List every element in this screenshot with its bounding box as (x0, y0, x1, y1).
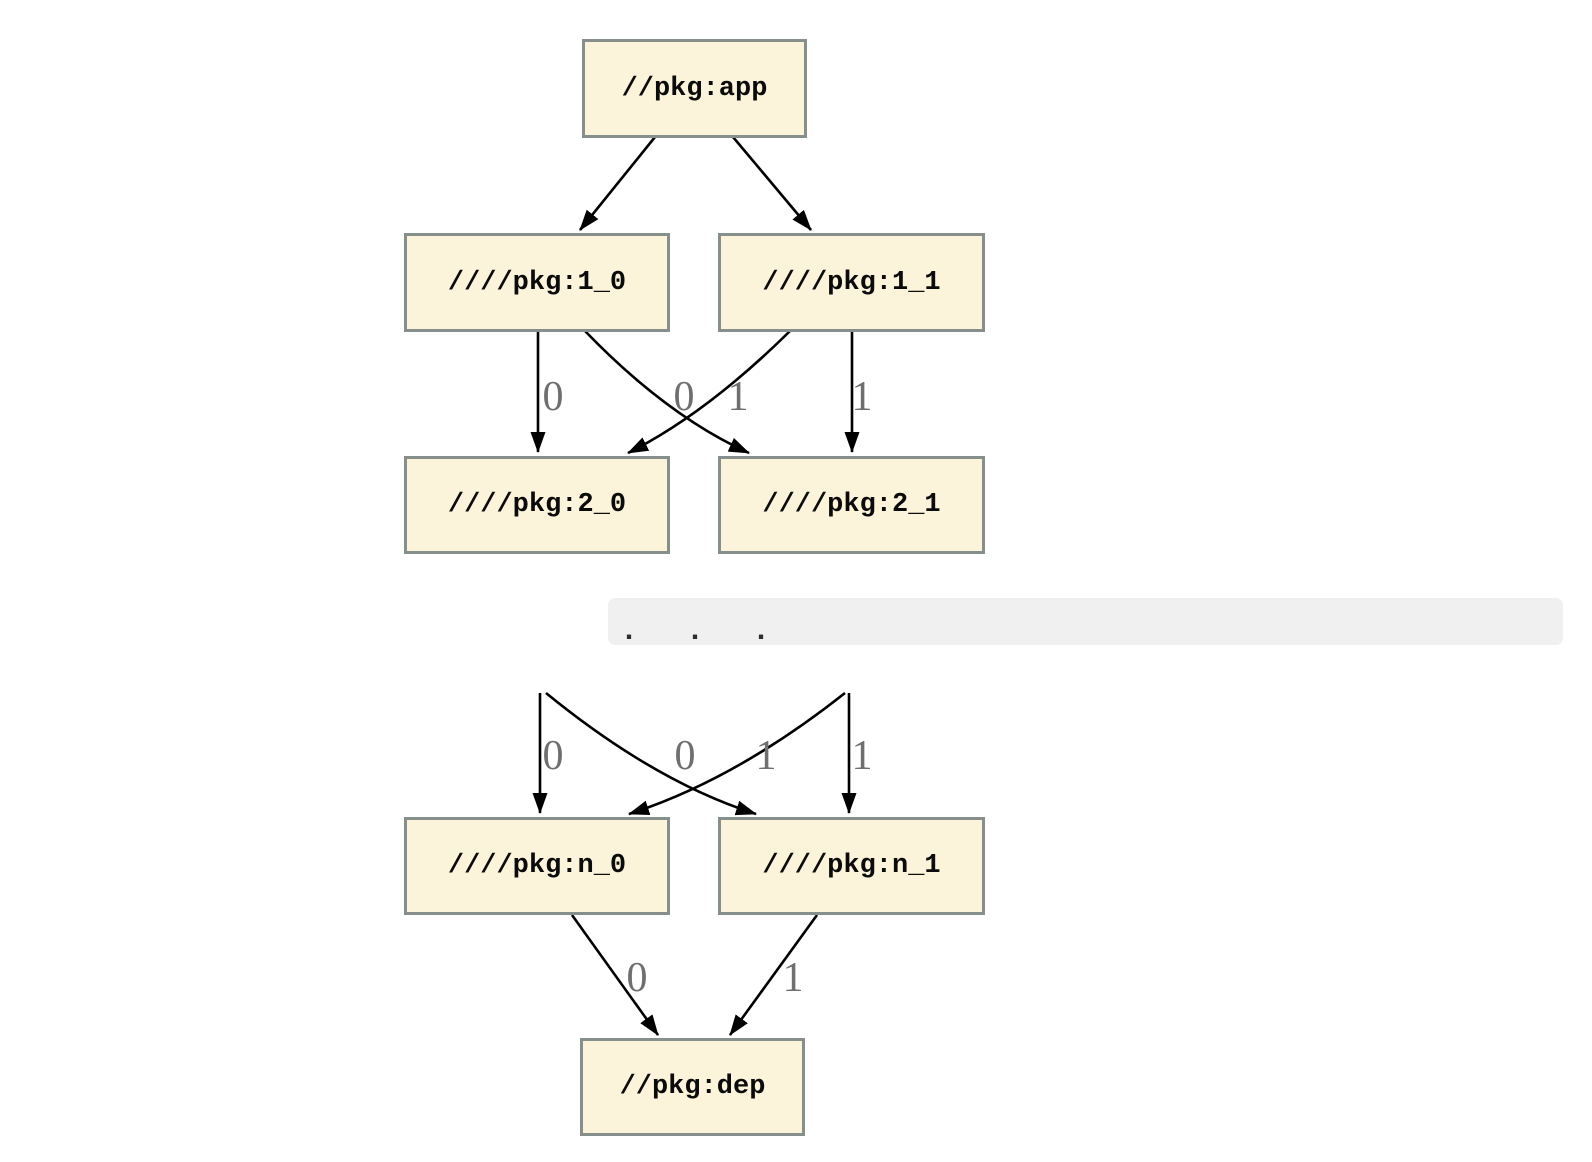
edge-label-1_0-to-2_1: 1 (727, 374, 749, 420)
node-label: ////pkg:1_0 (447, 267, 627, 298)
node-label: ////pkg:1_1 (762, 267, 941, 298)
edge-app-to-1_0 (578, 136, 657, 231)
ellipsis-bar: . . . (608, 598, 1563, 649)
node-label: ////pkg:2_0 (447, 490, 627, 520)
edge-1_1-to-2_0 (627, 330, 791, 455)
edge-1_0-to-2_1 (584, 330, 750, 455)
node-pkg-2_0: ////pkg:2_0 (404, 456, 670, 554)
node-pkg-1_1: ////pkg:1_1 (718, 233, 985, 332)
edge-label-1_1-to-2_0: 0 (673, 374, 695, 420)
edge-label-n_0-cross: 0 (674, 733, 696, 779)
node-label: ////pkg:2_1 (762, 490, 941, 520)
node-label: ////pkg:n_0 (447, 851, 627, 881)
node-label: ////pkg:n_1 (762, 851, 941, 881)
node-label: //pkg:dep (619, 1072, 766, 1102)
node-pkg-1_0: ////pkg:1_0 (404, 233, 670, 332)
node-pkg-n_1: ////pkg:n_1 (718, 817, 985, 915)
edge-label-n_0-to-dep: 0 (626, 955, 648, 1001)
edge-n_0-to-dep (570, 914, 660, 1036)
edge-label-n_0-left: 0 (542, 733, 564, 779)
node-pkg-app: //pkg:app (582, 39, 807, 138)
node-pkg-2_1: ////pkg:2_1 (718, 456, 985, 554)
edge-label-n_1-cross: 1 (755, 733, 777, 779)
edge-ellipsis-to-n_1-cross (545, 691, 757, 816)
node-pkg-dep: //pkg:dep (580, 1038, 805, 1136)
node-label: //pkg:app (621, 73, 768, 104)
edge-label-1_1-to-2_1: 1 (851, 374, 873, 420)
ellipsis-dots: . . . (620, 614, 775, 649)
edge-label-n_1-to-dep: 1 (782, 955, 804, 1001)
edge-label-1_0-to-2_0: 0 (542, 374, 564, 420)
edge-app-to-1_1 (732, 136, 812, 231)
edge-n_1-to-dep (728, 914, 819, 1036)
node-pkg-n_0: ////pkg:n_0 (404, 817, 670, 915)
edge-label-n_1-right: 1 (851, 733, 873, 779)
edge-ellipsis-to-n_0-cross (628, 691, 846, 816)
